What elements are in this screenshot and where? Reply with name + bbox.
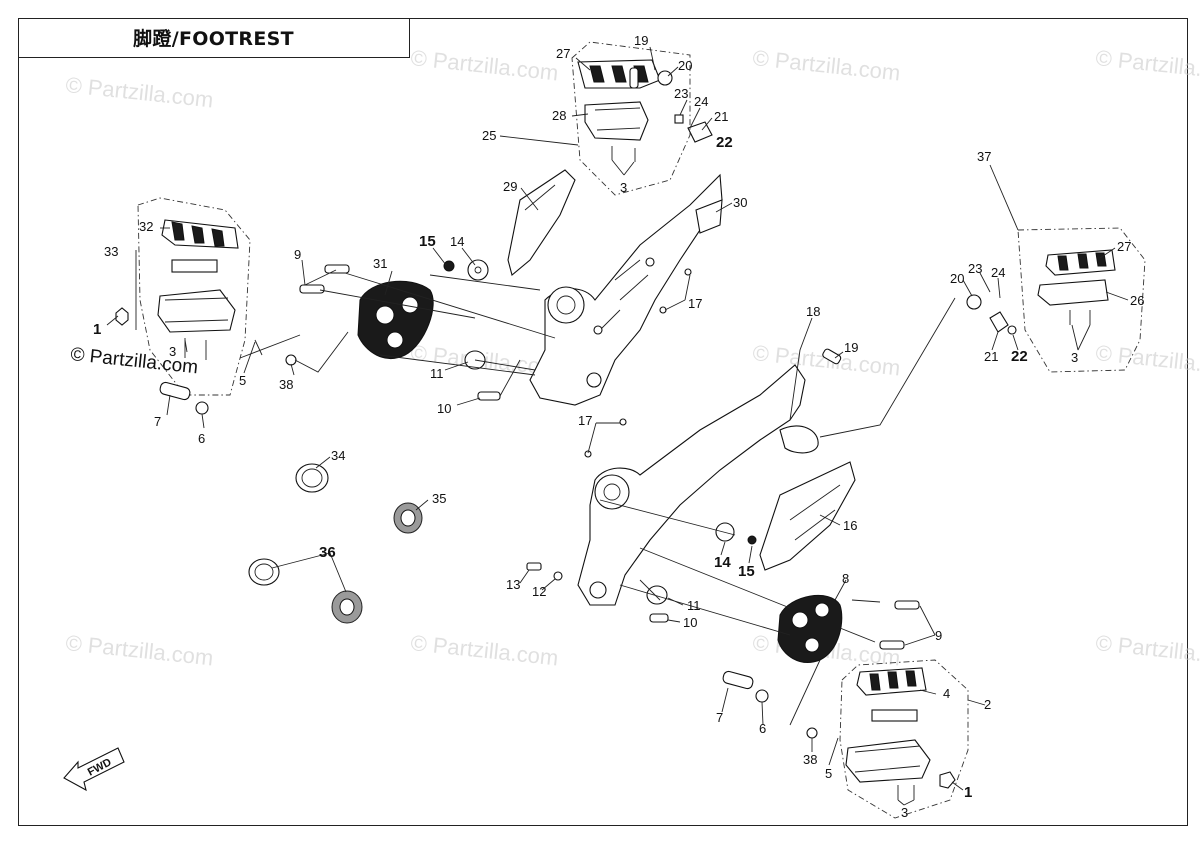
callout-32: 32	[139, 219, 153, 234]
right-lower-footpeg-group-outline	[839, 659, 969, 819]
callout-3: 3	[620, 180, 627, 195]
callout-37: 37	[977, 149, 991, 164]
callout-19: 19	[634, 33, 648, 48]
callout-16: 16	[843, 518, 857, 533]
callout-3: 3	[169, 344, 176, 359]
callout-10: 10	[683, 615, 697, 630]
callout-31: 31	[373, 256, 387, 271]
callout-3: 3	[1071, 350, 1078, 365]
callout-21: 21	[984, 349, 998, 364]
callout-5: 5	[825, 766, 832, 781]
fwd-arrow: FWD	[63, 747, 125, 792]
top-footpeg	[577, 59, 713, 162]
callout-30: 30	[733, 195, 747, 210]
page-title: 脚蹬/FOOTREST	[133, 28, 294, 50]
callout-labels: 19 27 20 23 24 21 22 28 25 3 29 30 32 33…	[93, 33, 1144, 820]
callout-10: 10	[437, 401, 451, 416]
callout-21: 21	[714, 109, 728, 124]
callout-24: 24	[991, 265, 1005, 280]
callout-7: 7	[154, 414, 161, 429]
callout-6: 6	[198, 431, 205, 446]
callout-22: 22	[1011, 348, 1028, 365]
top-footpeg-group-outline	[571, 41, 691, 196]
watermark: © Partzilla.com	[1094, 630, 1200, 670]
callout-23: 23	[674, 86, 688, 101]
title-box: 脚蹬/FOOTREST	[18, 18, 410, 58]
callout-14: 14	[450, 234, 464, 249]
callout-8: 8	[842, 571, 849, 586]
watermark: © Partzilla.com	[1094, 45, 1200, 85]
right-pivot-plate	[777, 594, 843, 663]
callout-17: 17	[578, 413, 592, 428]
right-upper-footpeg-group-outline	[1017, 227, 1146, 373]
callout-6: 6	[759, 721, 766, 736]
callout-20: 20	[950, 271, 964, 286]
callout-20: 20	[678, 58, 692, 73]
callout-38: 38	[803, 752, 817, 767]
watermark: © Partzilla.com	[751, 45, 901, 85]
left-footpeg	[115, 219, 239, 360]
callout-18: 18	[806, 304, 820, 319]
callout-26: 26	[1130, 293, 1144, 308]
callout-9: 9	[294, 247, 301, 262]
watermark: © Partzilla.com	[751, 340, 901, 380]
callout-29: 29	[503, 179, 517, 194]
callout-13: 13	[506, 577, 520, 592]
callout-11: 11	[430, 366, 444, 381]
watermark: © Partzilla.com	[1094, 340, 1200, 380]
callout-27: 27	[1117, 239, 1131, 254]
callout-14: 14	[714, 554, 731, 571]
callout-1: 1	[964, 784, 972, 801]
callout-19: 19	[844, 340, 858, 355]
callout-5: 5	[239, 373, 246, 388]
callout-33: 33	[104, 244, 118, 259]
callout-38: 38	[279, 377, 293, 392]
callout-22: 22	[716, 134, 733, 151]
right-upper-footpeg	[966, 249, 1116, 335]
callout-9: 9	[935, 628, 942, 643]
callout-17: 17	[688, 296, 702, 311]
callout-7: 7	[716, 710, 723, 725]
diagram-frame	[18, 18, 1188, 826]
left-footpeg-group-outline	[137, 197, 251, 396]
callout-34: 34	[331, 448, 345, 463]
copyright-text: © Partzilla.com	[69, 344, 199, 378]
watermark: © Partzilla.com	[409, 630, 559, 670]
leader-lines	[106, 46, 1129, 806]
watermark: © Partzilla.com	[409, 45, 559, 85]
fwd-label: FWD	[86, 756, 114, 778]
watermark: © Partzilla.com	[64, 630, 214, 670]
callout-28: 28	[552, 108, 566, 123]
left-footrest-bracket	[507, 169, 723, 406]
callout-15: 15	[419, 233, 436, 250]
callout-35: 35	[432, 491, 446, 506]
callout-2: 2	[984, 697, 991, 712]
callout-4: 4	[943, 686, 950, 701]
callout-11: 11	[687, 598, 701, 613]
callout-15: 15	[738, 563, 755, 580]
callout-24: 24	[694, 94, 708, 109]
callout-23: 23	[968, 261, 982, 276]
right-lower-footpeg	[845, 667, 956, 800]
loose-parts	[159, 67, 920, 739]
callout-36: 36	[319, 544, 336, 561]
callout-27: 27	[556, 46, 570, 61]
callout-3: 3	[901, 805, 908, 820]
callout-25: 25	[482, 128, 496, 143]
callout-1: 1	[93, 321, 101, 338]
callout-12: 12	[532, 584, 546, 599]
watermark: © Partzilla.com	[64, 72, 214, 112]
